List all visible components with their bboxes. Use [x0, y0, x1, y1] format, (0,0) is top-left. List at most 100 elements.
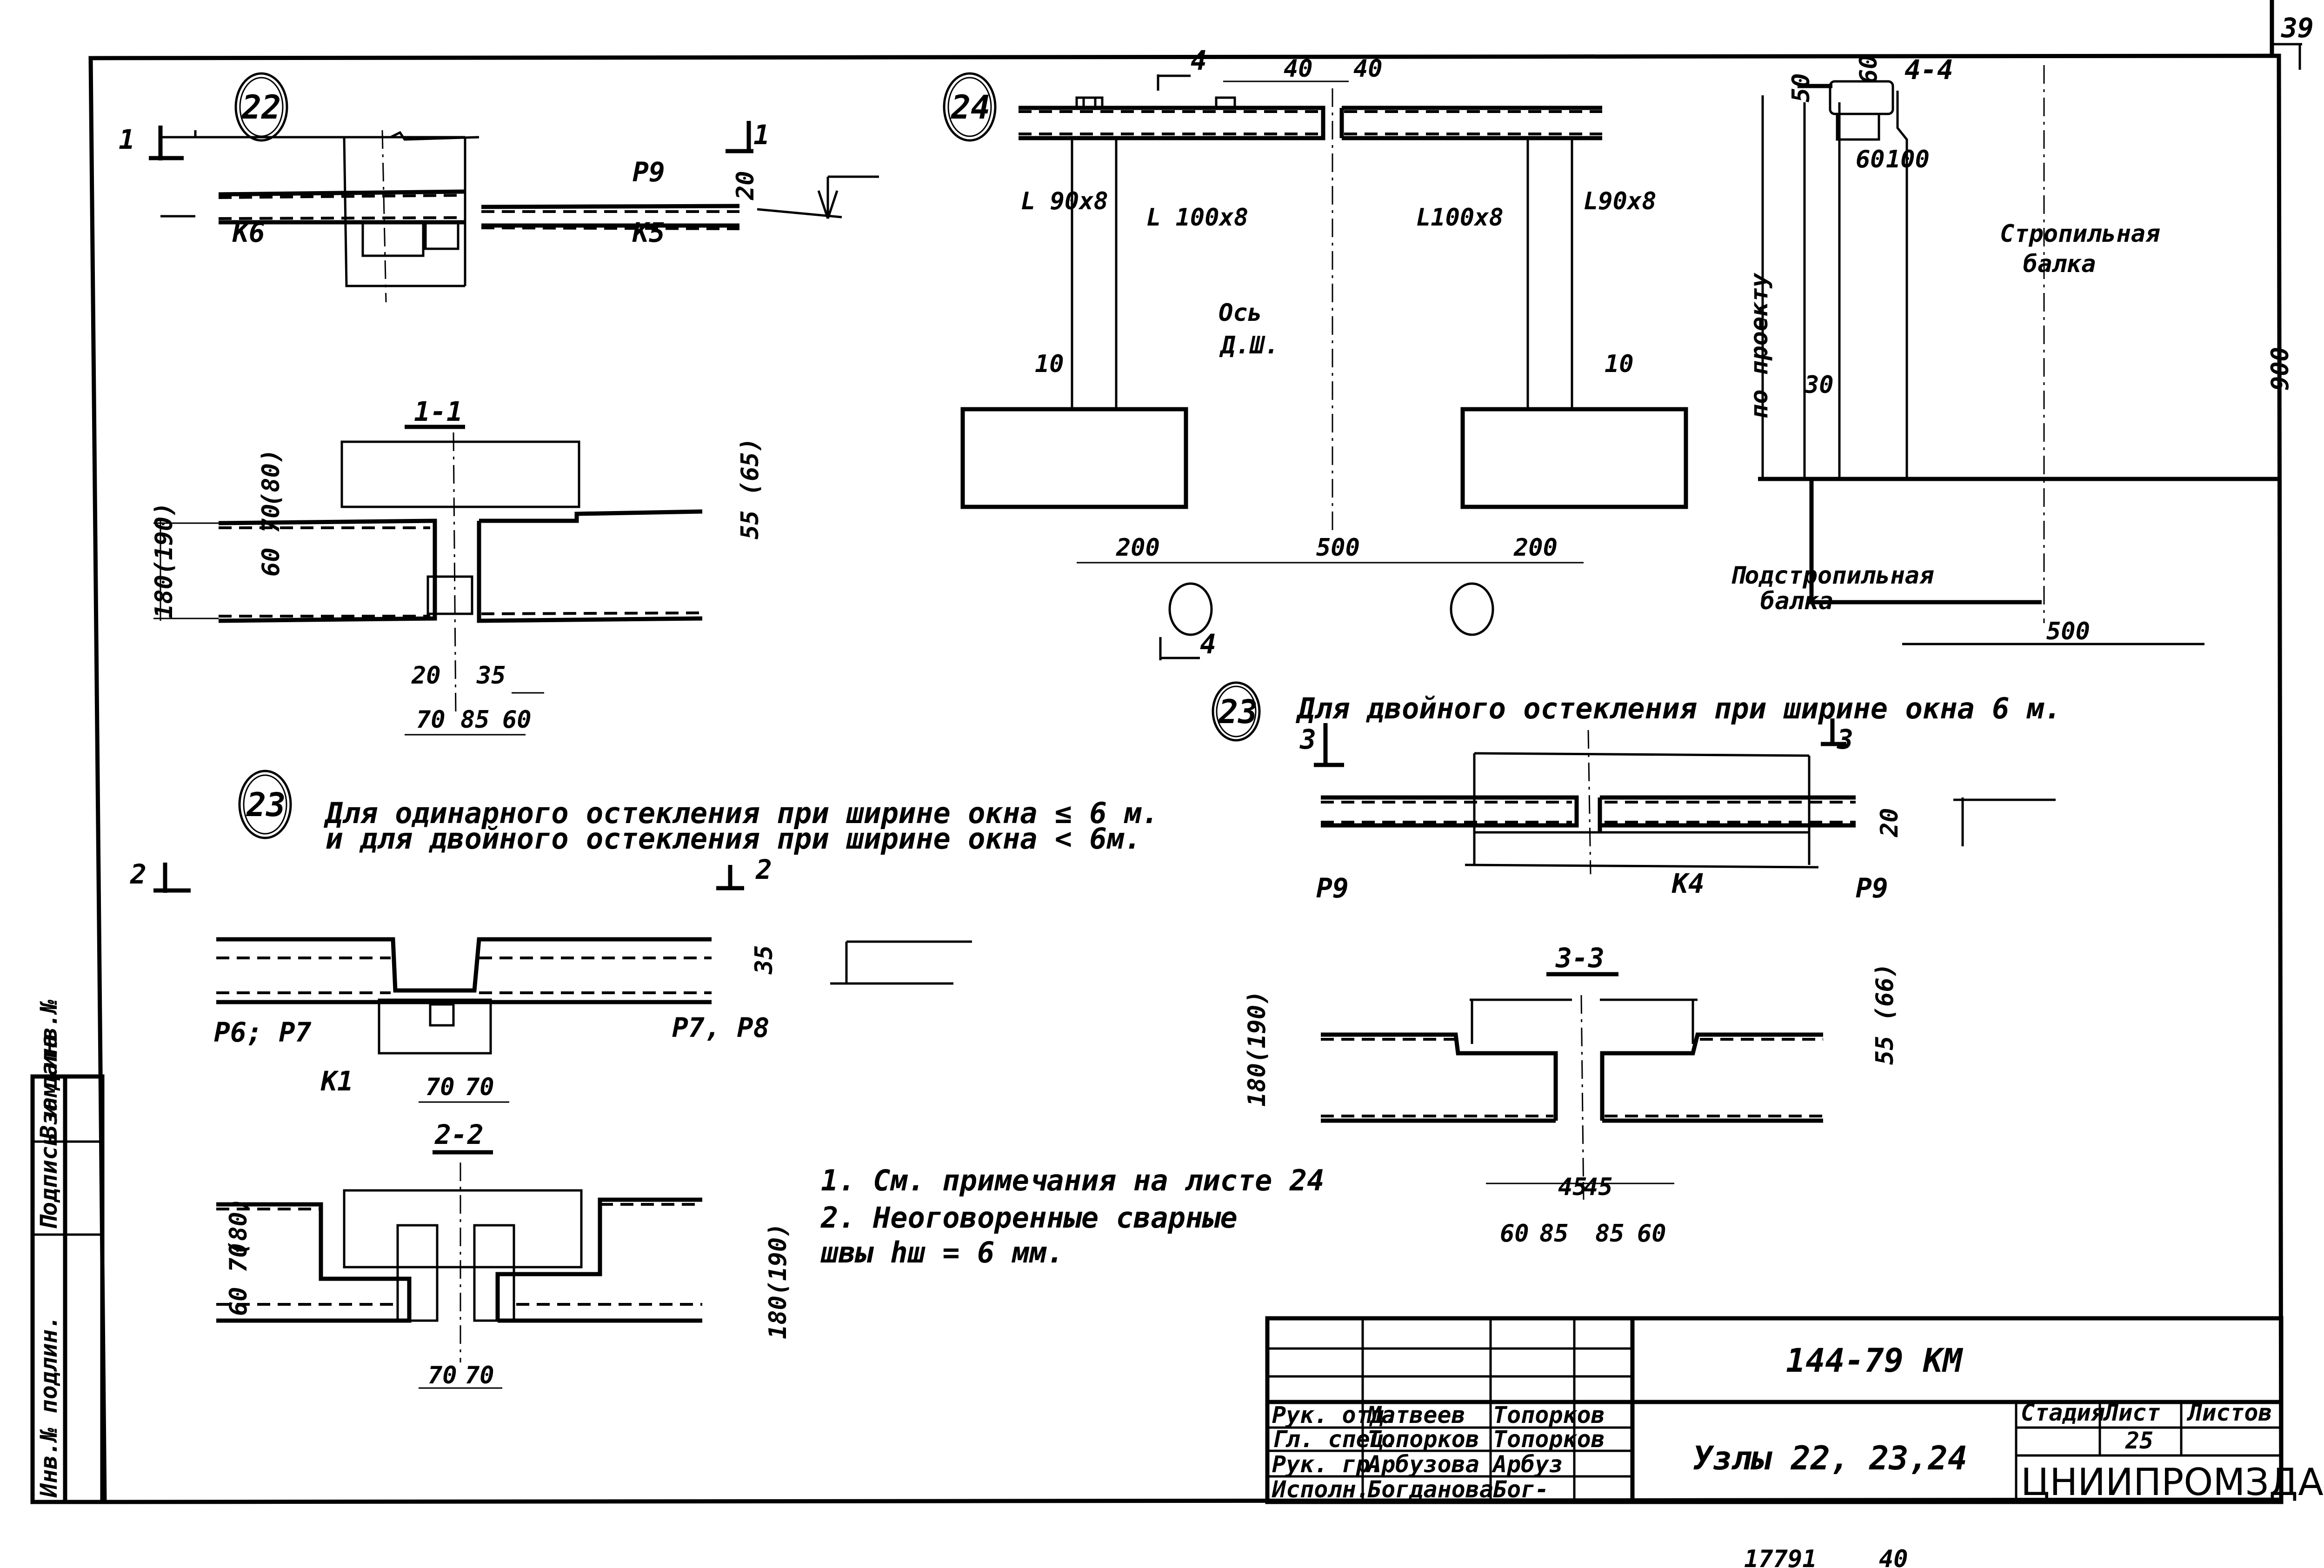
section-1-1-dim-gap-left: 20 [411, 662, 441, 690]
signature-role: Рук. отд. [1272, 1402, 1398, 1428]
section-4-4-dim-50: 50 [1787, 73, 1815, 102]
note-2: 2. Неоговоренные сварные [820, 1201, 1238, 1235]
node-24-bottom-dim-0: 200 [1116, 534, 1160, 562]
section-3-3-dim-center-1: 45 [1584, 1173, 1613, 1201]
section-2-2-title: 2-2 [434, 1119, 484, 1150]
signature-role: Исполн. [1272, 1476, 1370, 1503]
note-3: швы hш = 6 мм. [820, 1236, 1064, 1269]
node-23-double-badge-text: 23 [1218, 693, 1258, 731]
signature-sign: Арбуз [1492, 1451, 1563, 1478]
angle-right-inner: L100x8 [1416, 204, 1504, 232]
subrafter-label-2: балка [1760, 587, 1833, 615]
section-4-4-vertical-label: по проекту [1745, 272, 1773, 419]
node-23-double-dim-20: 20 [1876, 808, 1904, 837]
section-1-1-dim-left-top: (80) [257, 449, 285, 507]
side-stamp-signature-date: Подпись и дата [35, 1034, 62, 1230]
node-24-gap-dim-right: 40 [1353, 55, 1383, 83]
node-23-single-caption-2: и для двойного остекления при ширине окн… [326, 822, 1141, 856]
section-3-3-dim-left-total: 180(190) [1243, 990, 1271, 1107]
label-k5: К5 [632, 217, 665, 248]
node-23-single-dim-bottom-0: 70 [426, 1073, 455, 1101]
section-4-4-dim-60: 60 [1856, 146, 1885, 173]
node-24-badge [943, 72, 997, 142]
section-3-3-dim-bottom-3: 60 [1637, 1220, 1666, 1248]
signature-name: Матвеев [1366, 1402, 1465, 1428]
section-2-2-dim-bottom-0: 70 [428, 1362, 457, 1389]
label-p9: Р9 [633, 156, 665, 188]
label-k4: К4 [1671, 868, 1705, 899]
side-stamp [30, 1074, 105, 1504]
side-stamp-original-inv: Инв.№ подлин. [35, 1316, 62, 1498]
node-24-section-arrow-bottom: 4 [1200, 628, 1216, 660]
angle-right-outer: L90x8 [1584, 187, 1657, 215]
angle-left-inner: L 100x8 [1146, 204, 1248, 232]
axis-label-2: Д.Ш. [1219, 332, 1279, 359]
angle-left-outer: L 90x8 [1021, 187, 1108, 215]
side-stamp-replace-inv: Взам.инв.№ [35, 999, 62, 1140]
node-23-double-plan [1314, 718, 2056, 875]
section-4-4-dim-100: 100 [1886, 146, 1930, 173]
note-1: 1. См. примечания на листе 24 [821, 1163, 1325, 1197]
signature-sign: Топорков [1493, 1402, 1605, 1428]
node-22-badge-text: 22 [241, 88, 281, 126]
title-block-sheet-value: 25 [2125, 1427, 2153, 1454]
node-24-elevation [960, 74, 1688, 660]
section-3-3-dim-right-top: 55 (66) [1871, 963, 1899, 1065]
section-1-1-dim-right-top: 55 (65) [736, 438, 764, 539]
section-3-3-dim-bottom-2: 85 [1595, 1220, 1625, 1248]
label-p9-right: Р9 [1856, 872, 1888, 904]
section-2-2 [216, 1163, 702, 1389]
title-block-sheet-header: Лист [2103, 1399, 2160, 1426]
node-23-single-plan [153, 863, 972, 1103]
node-23-single-badge [238, 770, 292, 839]
label-p9-left: Р9 [1316, 872, 1349, 904]
rafter-label-2: балка [2023, 250, 2096, 278]
node-23-double-mark-left: 3 [1299, 724, 1316, 755]
signature-row: Исполн. Богданова Бог- [1272, 1476, 1549, 1503]
signature-name: Топорков [1367, 1426, 1479, 1453]
subrafter-label-1: Подстропильная [1730, 562, 1934, 590]
signature-row: Рук. отд. Матвеев Топорков [1272, 1402, 1605, 1428]
label-p6-p7: Р6; Р7 [214, 1017, 312, 1048]
section-2-2-dim-left-inner: 60 70 [225, 1243, 253, 1316]
node-23-single-caption-1: Для одинарного остекления при ширине окн… [323, 796, 1159, 830]
page-corner-number: 39 [2281, 12, 2314, 44]
node-24-dim-10-left: 10 [1035, 350, 1064, 378]
signature-row: Рук. гр. Арбузова Арбуз [1272, 1451, 1563, 1478]
section-1-1-dim-bottom-2: 60 [502, 706, 532, 734]
node-23-double-caption: Для двойного остекления при ширине окна … [1295, 691, 2061, 725]
section-2-2-dim-right-total: 180(190) [764, 1223, 792, 1339]
section-1-1-title: 1-1 [414, 396, 463, 427]
node-23-single-dim-bottom-1: 70 [465, 1073, 494, 1101]
node-23-single-dim-35: 35 [750, 945, 778, 975]
section-3-3-dim-bottom-0: 60 [1500, 1220, 1529, 1248]
node-23-single-mark-left: 2 [130, 858, 146, 890]
signature-sign: Топорков [1493, 1426, 1605, 1453]
node-24-section-arrow-top: 4 [1191, 45, 1207, 76]
section-3-3-dim-bottom-1: 85 [1539, 1220, 1569, 1248]
title-block-sheets-header: Листов [2186, 1399, 2272, 1426]
section-3-3-title: 3-3 [1555, 942, 1605, 974]
signature-name: Арбузова [1366, 1451, 1479, 1478]
section-4-4-dim-30: 30 [1804, 371, 1834, 399]
node-23-double-mark-right: 3 [1837, 724, 1853, 755]
section-4-4-dim-900: 900 [2266, 347, 2294, 391]
section-1-1-dim-gap-right: 35 [476, 662, 506, 690]
section-3-3-dim-center-0: 45 [1558, 1173, 1587, 1201]
node-24-bottom-dim-1: 500 [1316, 534, 1360, 562]
axis-label-1: Ось [1219, 299, 1262, 327]
section-1-1-dim-left-total: 180(190) [150, 502, 178, 618]
section-3-3 [1321, 995, 1823, 1200]
node-23-single-mark-right: 2 [755, 854, 772, 885]
section-4-4-dim-500: 500 [2046, 618, 2090, 645]
signature-name: Богданова [1367, 1476, 1493, 1503]
title-block-grid [1265, 1316, 2284, 1504]
node-24-gap-dim-left: 40 [1284, 55, 1313, 83]
section-4-4-title: 4-4 [1904, 54, 1953, 86]
node-23-single-badge-text: 23 [246, 786, 286, 824]
section-1-1 [153, 432, 703, 736]
section-1-1-dim-bottom-0: 70 [416, 706, 446, 734]
title-block-stage-header: Стадия [2021, 1399, 2105, 1426]
node-24-bottom-dim-2: 200 [1513, 534, 1558, 562]
